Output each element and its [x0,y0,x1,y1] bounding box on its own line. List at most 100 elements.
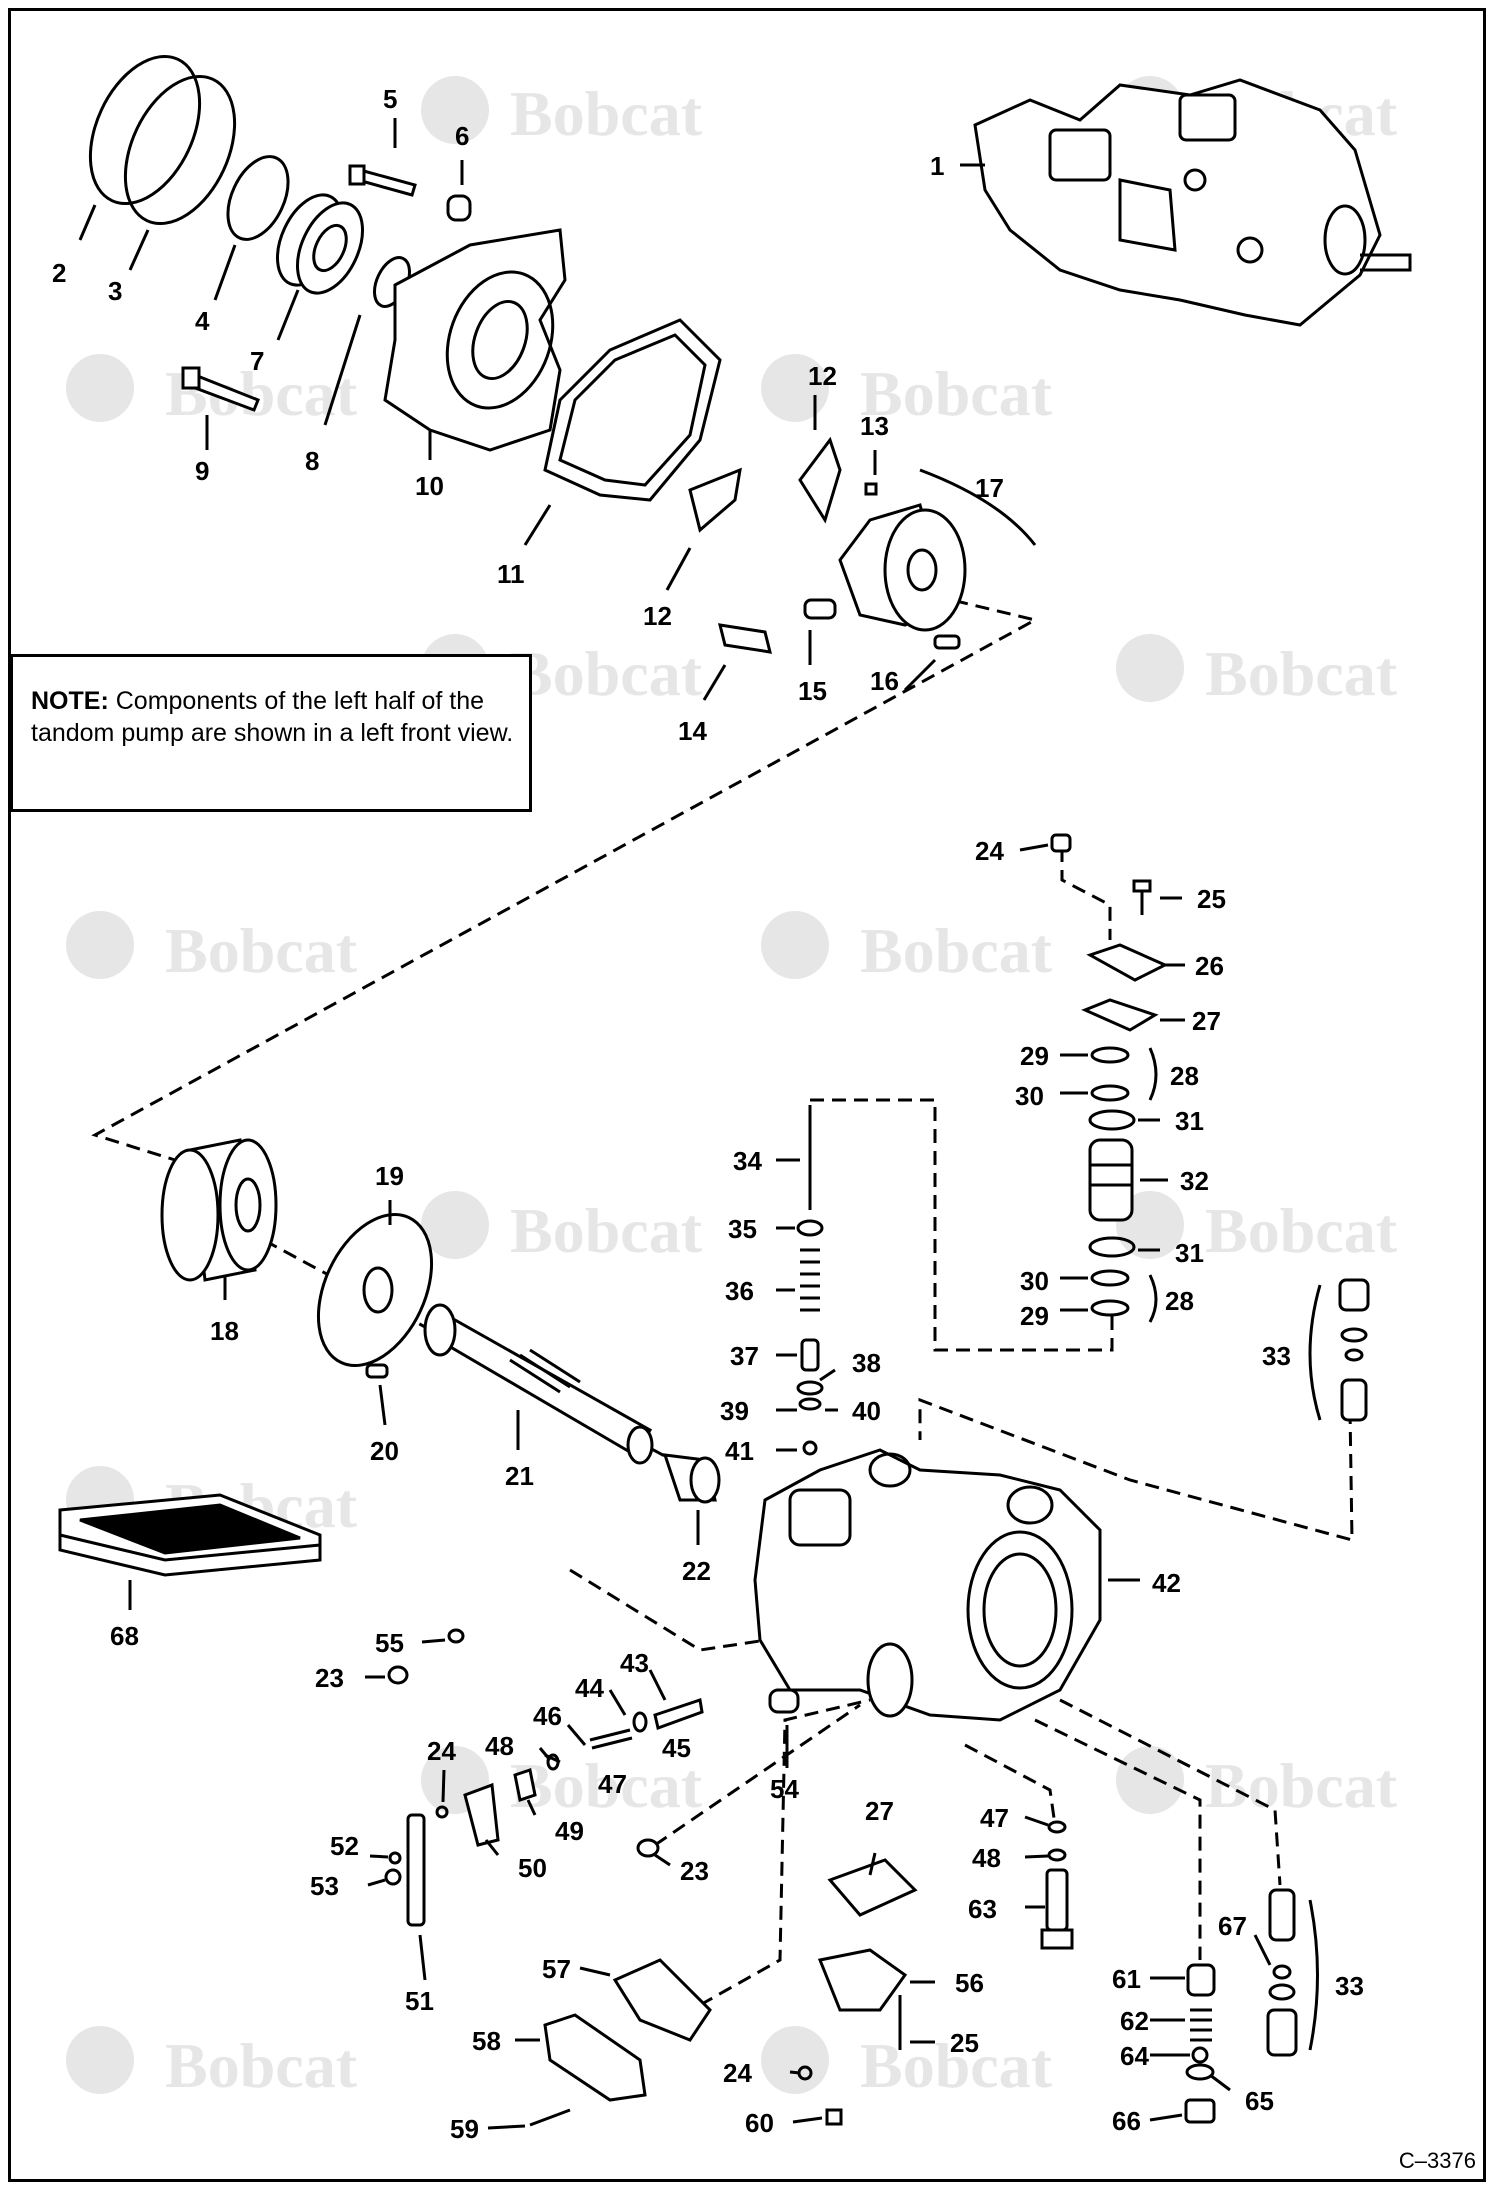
callout-23-lower: 23 [680,1856,709,1886]
diagram-frame [8,8,1486,2182]
part-49-retainer [513,1768,537,1802]
part-63-relief-valve [1040,1868,1074,1950]
part-37-piston [800,1338,820,1372]
watermark-text: Bobcat [860,2030,1053,2101]
part-54-plug [768,1688,800,1714]
callout-40: 40 [852,1396,881,1426]
callout-58: 58 [472,2026,501,2056]
part-44-seal [632,1711,648,1733]
callout-11: 11 [497,559,525,589]
callout-24-top: 24 [975,836,1004,866]
part-53-nut [384,1868,402,1886]
part-40-backup-ring [798,1397,822,1411]
callout-17: 17 [975,473,1004,503]
part-68-seal-kit-package [58,1493,322,1577]
callout-51: 51 [405,1986,434,2016]
part-23-plug-upper [387,1665,409,1685]
part-21-drive-shaft [423,1303,654,1465]
callout-68: 68 [110,1621,139,1651]
callout-27-top: 27 [1192,1006,1221,1036]
part-26-cover-plate [1086,943,1169,982]
part-23-plug-lower [636,1838,660,1858]
callout-47-right: 47 [980,1803,1009,1833]
callout-43: 43 [620,1648,649,1678]
part-28-seal-kit-top [1088,1046,1136,1131]
callout-28-top: 28 [1170,1061,1199,1091]
callout-42: 42 [1152,1568,1181,1598]
part-7-bearing [276,193,364,295]
part-11-gasket [543,318,722,502]
part-43-poppet [653,1698,704,1730]
callout-44: 44 [575,1673,604,1703]
callout-60: 60 [745,2108,774,2138]
part-12-insert-upper [798,436,842,524]
guide-line-spool [810,1098,1114,1352]
callout-32: 32 [1180,1166,1209,1196]
callout-1: 1 [930,151,944,181]
part-56-cover [817,1948,908,2012]
part-4-snap-ring [226,155,290,241]
callout-67: 67 [1218,1911,1247,1941]
part-2-o-ring [88,54,202,206]
part-41-ball [802,1440,818,1456]
callout-31-bottom: 31 [1175,1238,1204,1268]
watermark-text: Bobcat [860,358,1053,429]
callout-59: 59 [450,2114,479,2144]
callout-14: 14 [678,716,707,746]
callout-31-top: 31 [1175,1106,1204,1136]
part-18-cylinder-block [160,1138,278,1282]
callout-18: 18 [210,1316,239,1346]
part-65-seal [1185,2063,1215,2081]
watermark-logo-14 [66,2026,134,2094]
callout-25-bottom: 25 [950,2028,979,2058]
callout-16: 16 [870,666,899,696]
watermark-text: Bobcat [510,638,703,709]
callout-33-bottom: 33 [1335,1971,1364,2001]
callout-49: 49 [555,1816,584,1846]
callout-26: 26 [1195,951,1224,981]
callout-50: 50 [518,1853,547,1883]
callout-27-bottom: 27 [865,1796,894,1826]
callout-3: 3 [108,276,122,306]
callout-22: 22 [682,1556,711,1586]
callout-48-right: 48 [972,1843,1001,1873]
callout-28-bottom: 28 [1165,1286,1194,1316]
callout-46: 46 [533,1701,562,1731]
callout-8: 8 [305,446,319,476]
part-27-gasket-lower [827,1858,918,1917]
watermark-logo-9 [421,1191,489,1259]
part-22-needle-bearing [662,1453,721,1504]
part-55-plug [447,1628,465,1644]
part-17-swash-plate [838,503,967,632]
watermark-text: Bobcat [1205,1195,1398,1266]
part-12-insert-lower [688,467,742,533]
callout-15: 15 [798,676,827,706]
part-24-screw-middle [435,1805,449,1819]
part-28-seal-kit-bottom [1088,1236,1136,1317]
part-62-spring [1190,2008,1212,2042]
part-64-ball [1191,2046,1209,2064]
callout-57: 57 [542,1954,571,1984]
part-46-spring [589,1728,633,1750]
callout-66: 66 [1112,2106,1141,2136]
part-60-nut [825,2108,843,2126]
callout-47-left: 47 [598,1769,627,1799]
watermark-logo-1 [421,76,489,144]
part-16-pin [933,634,961,650]
callout-41: 41 [725,1436,754,1466]
callout-25-top: 25 [1197,884,1226,914]
part-1-tandem-pump-assembly [973,78,1412,327]
part-58-plate [543,2013,647,2102]
callout-2: 2 [52,258,66,288]
callout-34: 34 [733,1146,762,1176]
watermark-text: Bobcat [510,1750,703,1821]
callout-21: 21 [505,1461,534,1491]
note-box: NOTE: Components of the left half of the… [10,654,532,812]
part-13-pin [864,482,878,496]
watermark-logo-4 [761,354,829,422]
watermark-text: Bobcat [510,78,703,149]
part-24-screw-top [1050,833,1072,853]
callout-30-bottom: 30 [1020,1266,1049,1296]
callout-36: 36 [725,1276,754,1306]
watermark-logo-3 [66,354,134,422]
